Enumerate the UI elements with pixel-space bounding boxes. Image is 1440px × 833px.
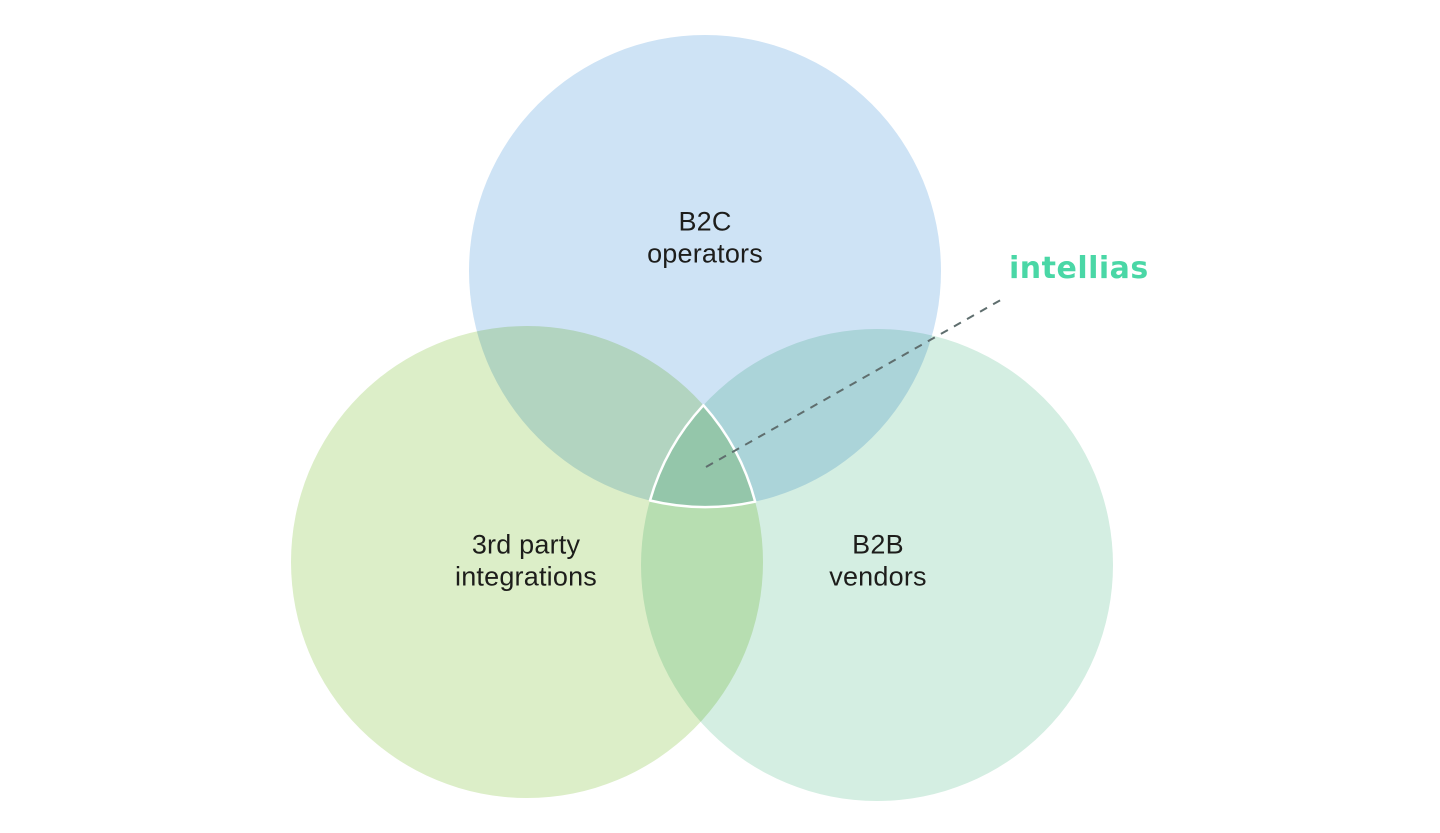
intellias-logo: intellias	[1009, 251, 1149, 286]
circle-b2b-vendors	[641, 329, 1113, 801]
callout-connector-line	[705, 296, 1007, 468]
label-b2c-operators: B2C operators	[647, 206, 763, 268]
label-b2b-vendors: B2B vendors	[829, 529, 927, 591]
label-3rd-party-integrations: 3rd party integrations	[455, 529, 597, 591]
circle-3rd-party-integrations	[291, 326, 763, 798]
